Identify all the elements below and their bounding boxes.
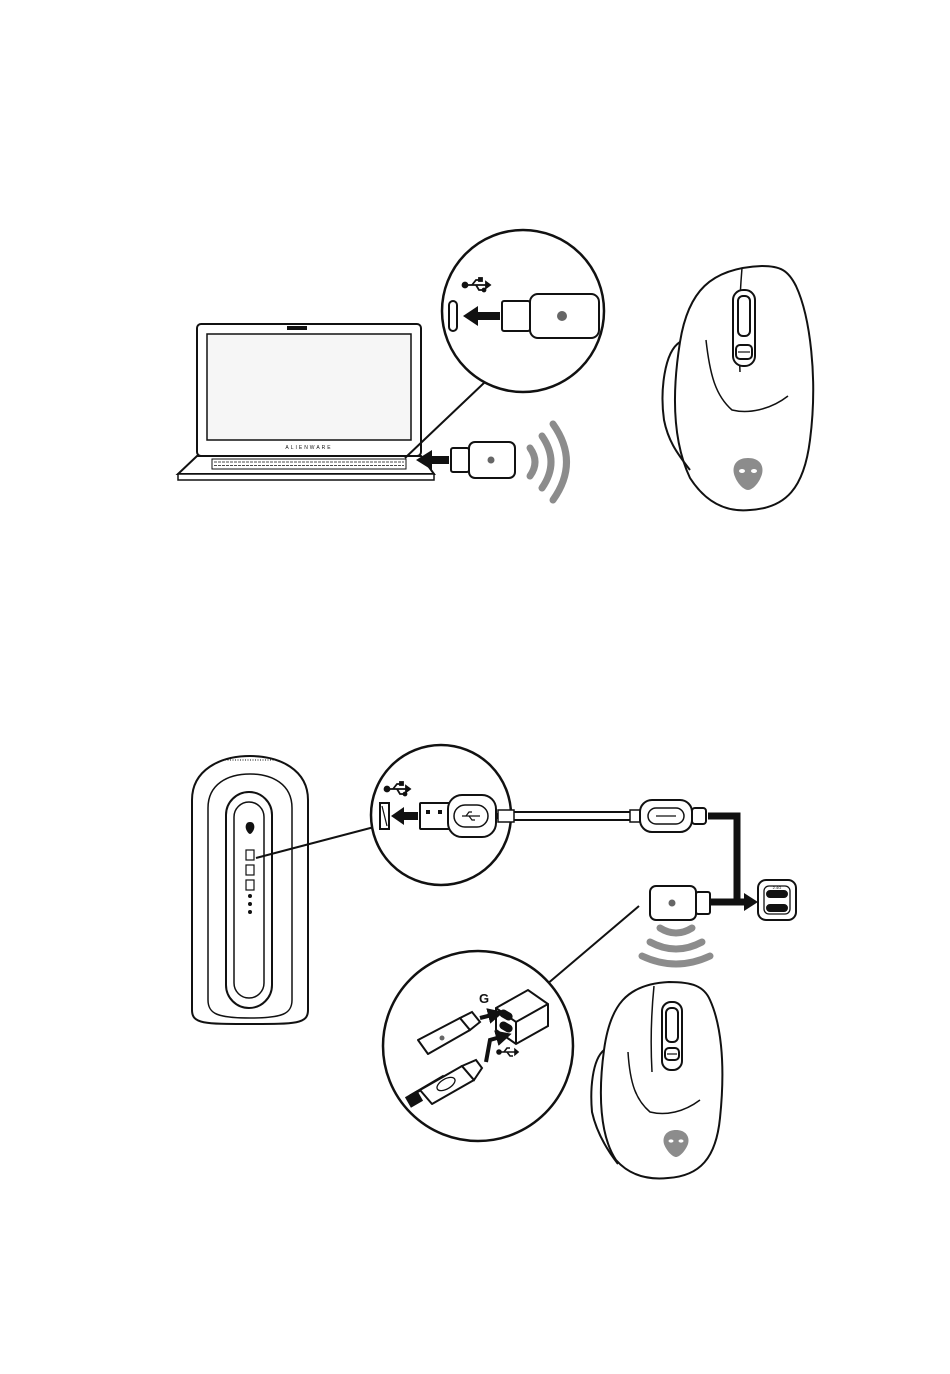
callout-top xyxy=(442,230,604,392)
wireless-waves-icon xyxy=(530,424,567,500)
usb-dongle xyxy=(502,294,599,338)
charging-dock: 2.4G xyxy=(758,880,796,920)
dock-port-bottom xyxy=(767,905,787,911)
usb-cable xyxy=(496,810,640,822)
laptop: ALIENWARE xyxy=(178,324,434,480)
desktop-tower xyxy=(192,756,308,1024)
usb-c-connector xyxy=(640,800,706,832)
mouse-top xyxy=(663,266,814,510)
laptop-webcam xyxy=(287,326,307,330)
callout-mode-label: G xyxy=(479,991,489,1006)
dock-mode-label: 2.4G xyxy=(773,885,782,890)
alien-logo-icon xyxy=(488,457,495,464)
usb-dongle-bottom xyxy=(650,886,710,920)
laptop-brand: ALIENWARE xyxy=(285,445,332,451)
usb-a-plug xyxy=(420,803,450,829)
usb-dongle-small xyxy=(451,442,515,478)
tower-usb-port xyxy=(246,850,254,860)
alien-logo-icon xyxy=(557,311,567,321)
laptop-front xyxy=(178,474,434,480)
dock-port-top xyxy=(767,891,787,897)
mouse-bottom xyxy=(591,982,722,1178)
callout-bottom: G xyxy=(383,951,573,1141)
laptop-screen xyxy=(207,334,411,440)
wireless-waves-icon xyxy=(642,928,710,964)
callout-usb-a xyxy=(371,745,511,885)
connection-path xyxy=(708,816,748,902)
alien-logo-icon xyxy=(669,900,676,907)
arrow-right-icon xyxy=(744,893,758,911)
usb-c-port xyxy=(449,301,457,331)
callout-leader-bottom-right xyxy=(546,906,639,985)
